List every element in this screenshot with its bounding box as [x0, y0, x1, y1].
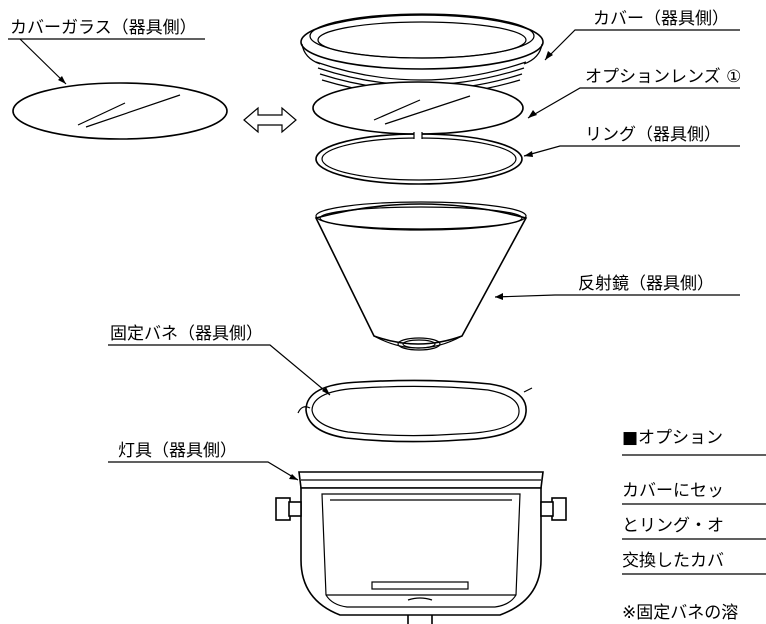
cover-part	[300, 13, 544, 96]
cover-glass-part	[12, 82, 228, 140]
option-lens-part	[312, 81, 524, 135]
label-fixture: 灯具（器具側）	[118, 441, 237, 461]
leader-cover	[544, 29, 740, 61]
leader-fixture	[108, 461, 299, 481]
ring-part	[315, 131, 523, 185]
note-line-1: カバーにセッ	[622, 481, 724, 501]
interchange-arrow-icon	[243, 106, 297, 134]
label-fixing-spring: 固定バネ（器具側）	[110, 324, 263, 344]
leader-fixing-spring	[108, 344, 331, 396]
leader-reflector	[494, 294, 740, 298]
label-ring: リング（器具側）	[585, 125, 721, 145]
label-cover-glass: カバーガラス（器具側）	[10, 18, 197, 38]
fixture-part	[275, 471, 567, 624]
leader-ring	[523, 145, 740, 157]
fixing-spring-part	[297, 379, 533, 443]
note-line-2: とリング・オ	[622, 516, 724, 536]
label-option-lens: オプションレンズ ①	[585, 67, 741, 87]
label-cover: カバー（器具側）	[593, 9, 729, 29]
note-line-3: 交換したカバ	[622, 551, 724, 571]
leader-option-lens	[527, 87, 740, 119]
reflector-part	[314, 201, 528, 351]
label-reflector: 反射鏡（器具側）	[578, 274, 714, 294]
note-footnote: ※固定バネの溶	[622, 603, 738, 623]
note-heading: ■オプション	[622, 428, 723, 448]
